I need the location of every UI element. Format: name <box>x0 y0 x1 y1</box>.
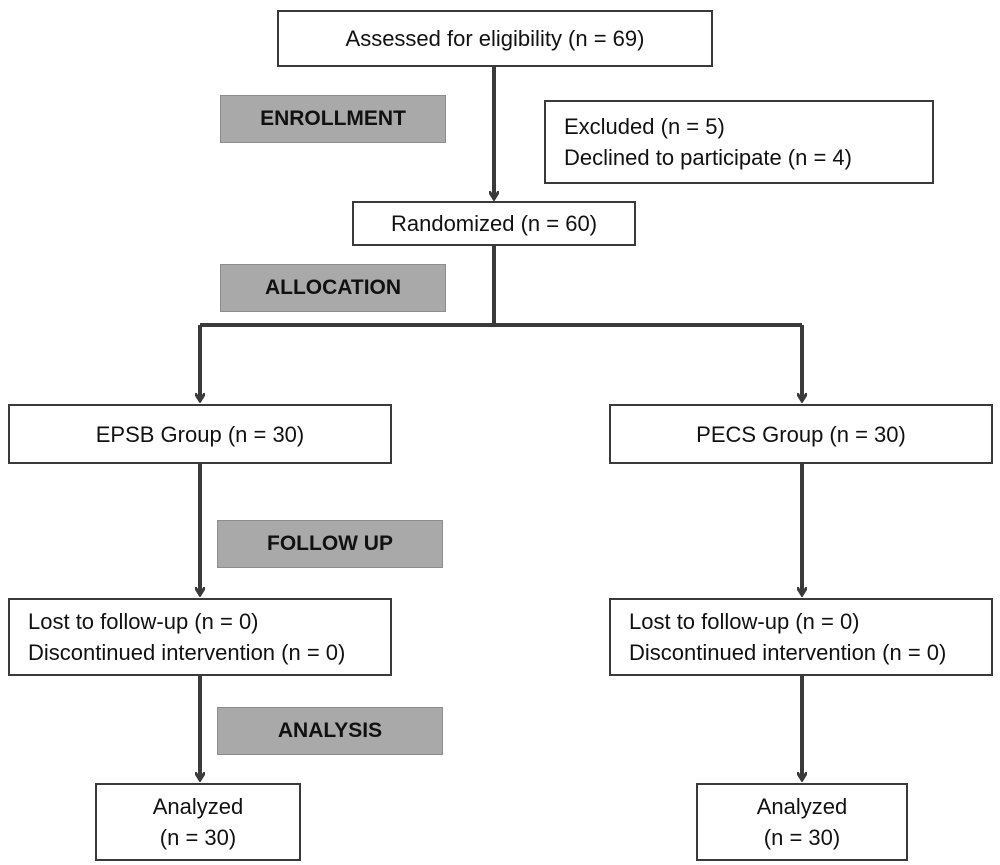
epsb-analyzed-count: (n = 30) <box>159 825 237 850</box>
analysis-stage-label: ANALYSIS <box>217 707 443 755</box>
assessed-box: Assessed for eligibility (n = 69) <box>277 10 713 67</box>
pecs-group-box: PECS Group (n = 30) <box>609 404 993 464</box>
excluded-text: Excluded (n = 5) <box>564 114 725 139</box>
epsb-group-box: EPSB Group (n = 30) <box>8 404 392 464</box>
pecs-group-text: PECS Group (n = 30) <box>696 421 906 447</box>
follow-up-text: FOLLOW UP <box>267 532 393 555</box>
assessed-text: Assessed for eligibility (n = 69) <box>345 26 645 51</box>
pecs-followup-box: Lost to follow-up (n = 0) Discontinued i… <box>609 598 993 676</box>
randomized-text: Randomized (n = 60) <box>390 211 598 236</box>
pecs-analyzed-label: Analyzed <box>756 794 848 819</box>
pecs-lost-text: Lost to follow-up (n = 0) <box>629 609 860 634</box>
pecs-discontinued-text: Discontinued intervention (n = 0) <box>629 640 947 665</box>
excluded-box: Excluded (n = 5) Declined to participate… <box>544 100 934 184</box>
epsb-analyzed-box: Analyzed (n = 30) <box>95 783 301 861</box>
analysis-text: ANALYSIS <box>277 719 383 742</box>
pecs-analyzed-box: Analyzed (n = 30) <box>696 783 908 861</box>
epsb-followup-box: Lost to follow-up (n = 0) Discontinued i… <box>8 598 392 676</box>
epsb-analyzed-label: Analyzed <box>152 794 244 819</box>
enrollment-stage-label: ENROLLMENT <box>220 95 446 143</box>
declined-text: Declined to participate (n = 4) <box>564 145 852 170</box>
follow-up-stage-label: FOLLOW UP <box>217 520 443 568</box>
allocation-stage-label: ALLOCATION <box>220 264 446 312</box>
epsb-lost-text: Lost to follow-up (n = 0) <box>28 609 259 634</box>
epsb-discontinued-text: Discontinued intervention (n = 0) <box>28 640 346 665</box>
allocation-text: ALLOCATION <box>264 276 402 299</box>
pecs-analyzed-count: (n = 30) <box>763 825 841 850</box>
randomized-box: Randomized (n = 60) <box>352 201 636 246</box>
epsb-group-text: EPSB Group (n = 30) <box>95 421 305 447</box>
enrollment-text: ENROLLMENT <box>260 107 406 130</box>
